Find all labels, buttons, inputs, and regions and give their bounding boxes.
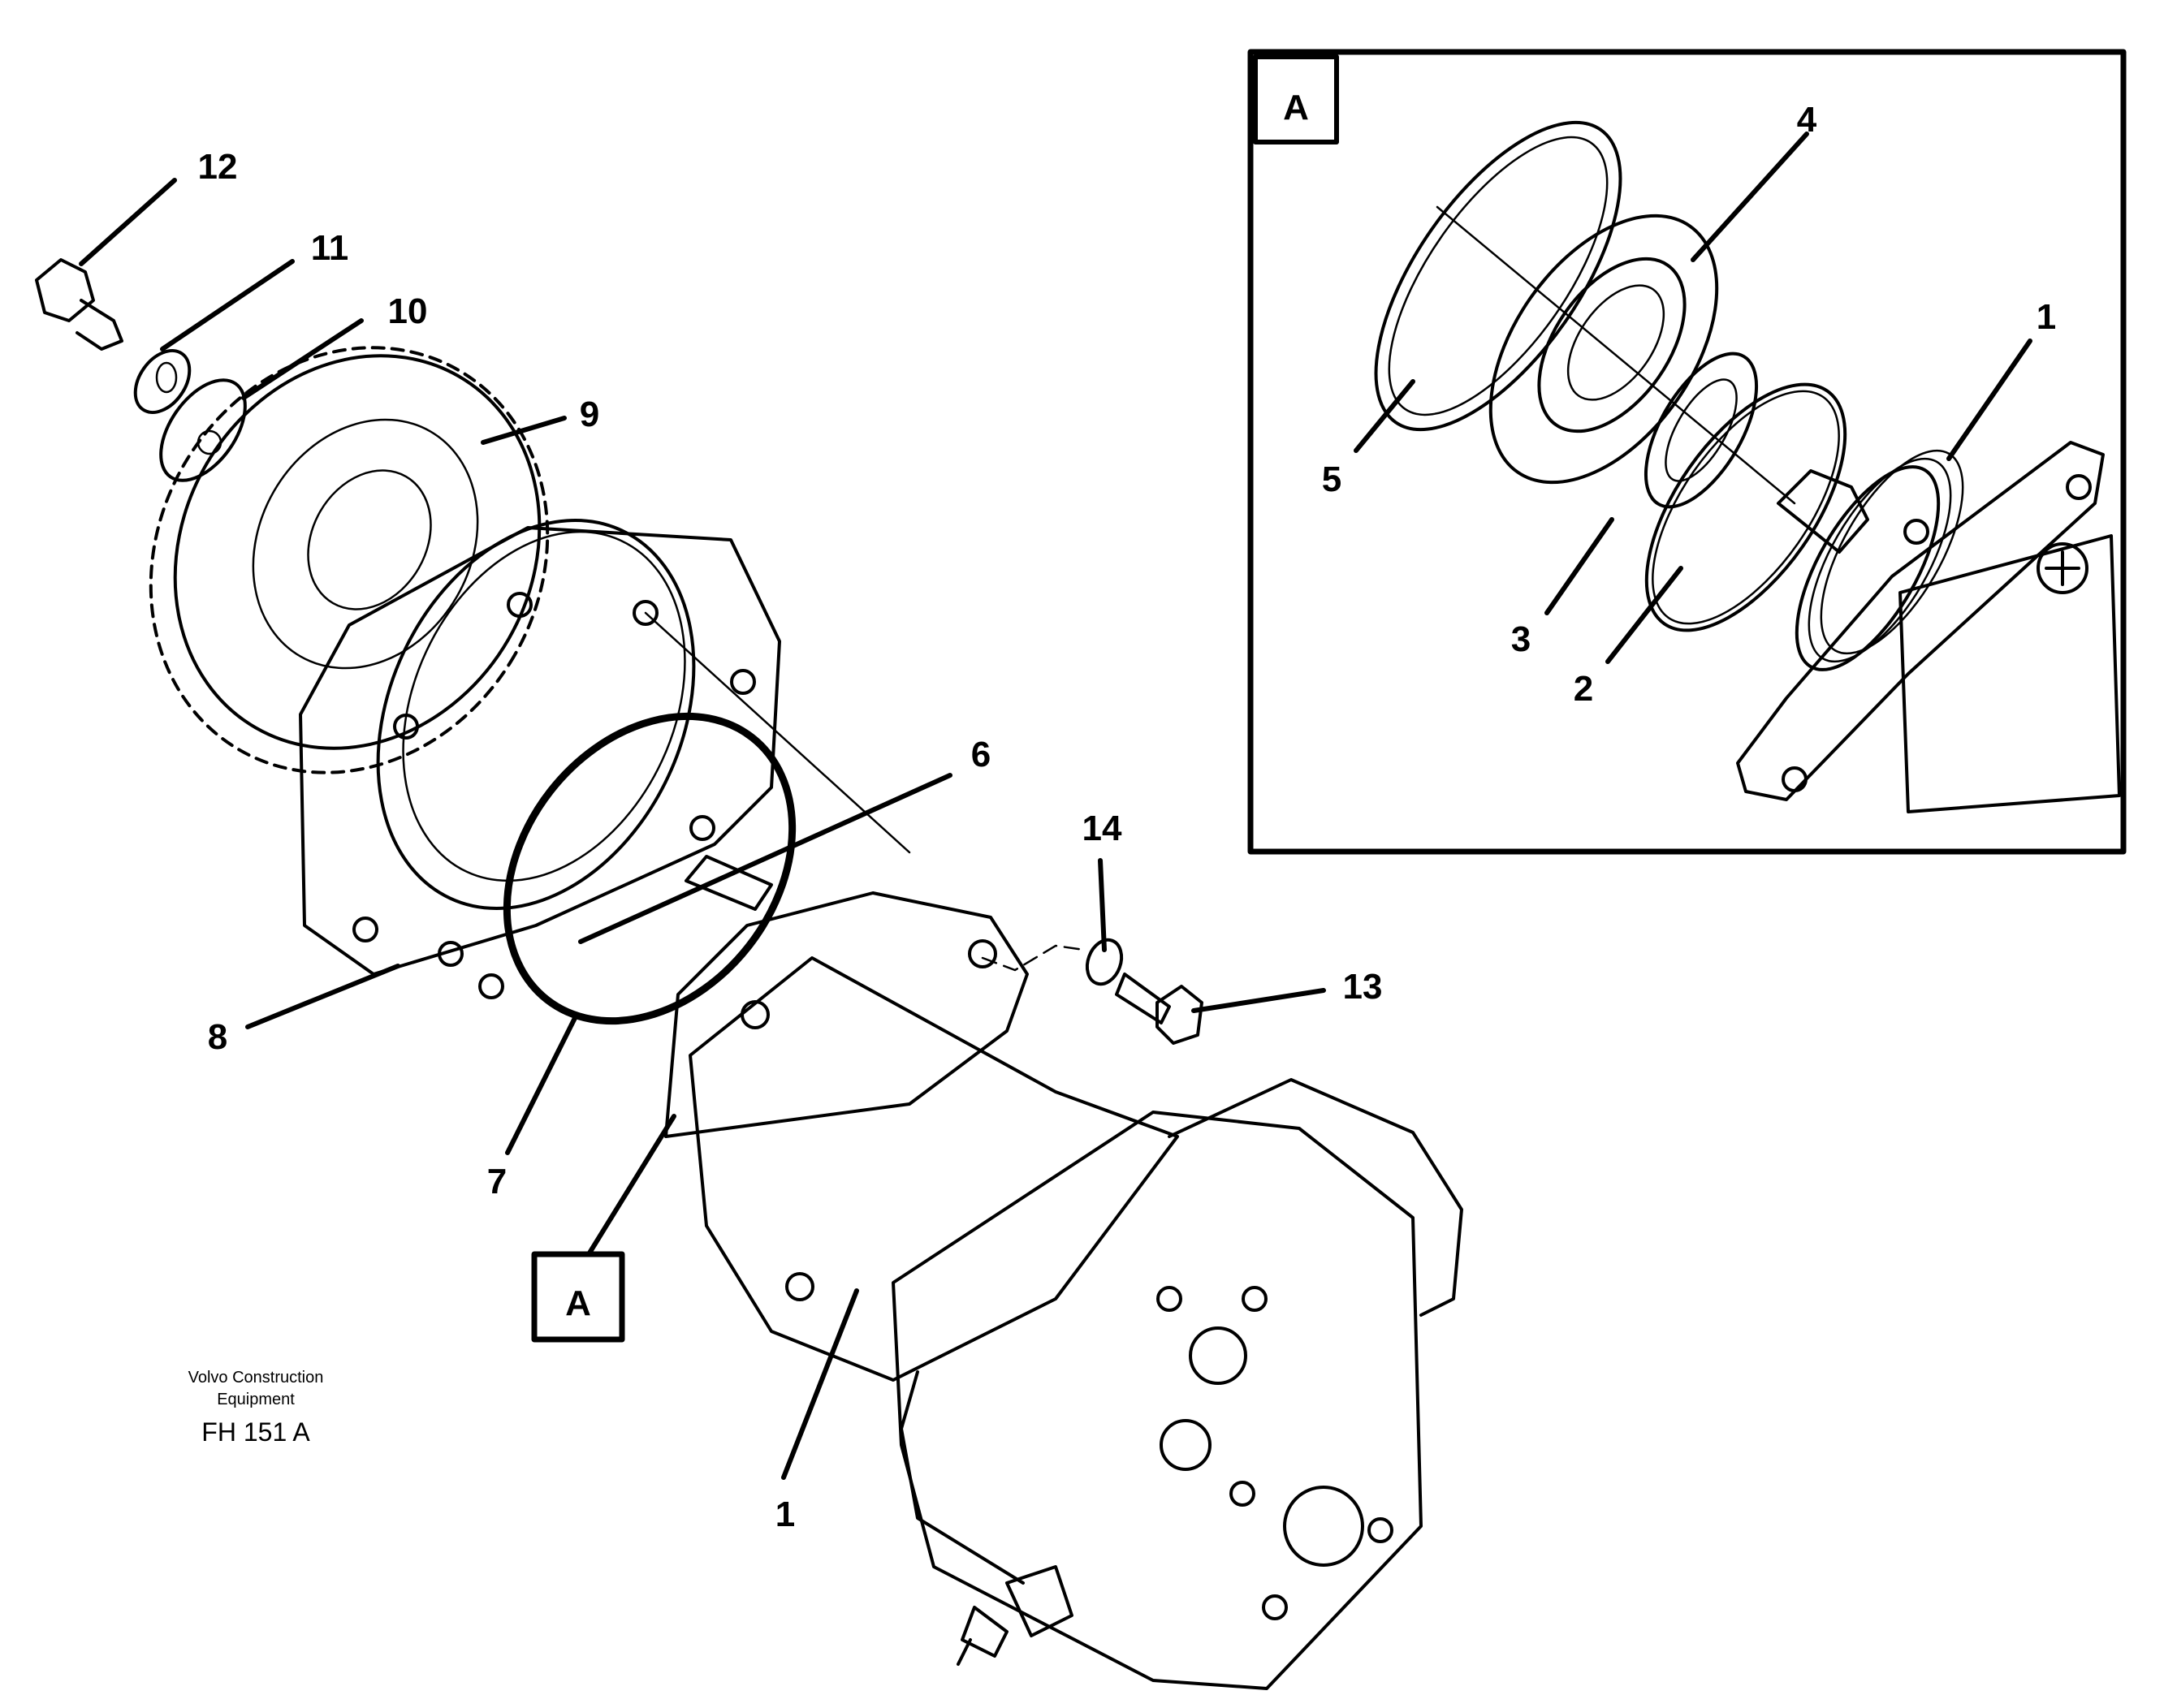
leader-6 [578,773,952,944]
callout-13: 13 [1343,967,1383,1007]
leader-11 [160,259,295,352]
detail-a-tag-label: A [565,1283,591,1323]
inset-tag-box [1253,54,1339,144]
gear-part [149,346,550,774]
leader-14 [1098,858,1107,952]
caption-line-1: Volvo Construction [188,1369,324,1387]
callout-11: 11 [311,228,349,268]
callout-8: 8 [208,1017,227,1057]
caption-line-2: Equipment [217,1391,295,1408]
gear-washer-part [159,378,247,482]
washer-part [1644,352,1759,509]
lock-washer-part [133,349,192,414]
housing-o-ring-part [503,712,797,1025]
leader-detail-a [586,1114,676,1257]
callout-6: 6 [971,735,991,774]
inset-frame [1247,49,2127,855]
leader-13 [1191,988,1326,1013]
callout-2: 2 [1574,669,1593,709]
inset-detail-a: A [1247,49,2127,855]
caption-code: FH 151 A [201,1417,310,1447]
motor-end-part [1736,441,2121,813]
leader-7 [505,1012,579,1155]
leader-3 [1544,517,1614,615]
leader-10 [241,318,364,400]
motor-washer-part [1085,938,1124,986]
leader-inset-1 [1946,339,2032,461]
leader-5 [1354,379,1415,453]
leader-12 [79,178,177,266]
leader-9 [481,416,567,445]
leader-1 [781,1288,859,1480]
snap-ring-part [1374,120,1622,432]
callout-10: 10 [388,291,428,331]
inset-axis-line [1436,205,1796,505]
callout-4: 4 [1797,100,1817,140]
leader-8 [245,964,400,1029]
leader-2 [1605,566,1683,664]
callout-5: 5 [1322,459,1341,499]
callout-12: 12 [198,147,238,187]
flange-housing-part [299,518,781,999]
callout-14: 14 [1082,809,1122,848]
o-ring-part [1644,382,1847,632]
shaft-seal-part [1488,214,1719,485]
hydraulic-motor-part [664,891,1463,1690]
callout-3: 3 [1511,619,1531,659]
alignment-line-2 [981,944,1086,972]
inset-tag-label: A [1283,88,1309,127]
callout-7: 7 [487,1162,507,1201]
bolt-part [35,258,123,351]
motor-bolt-part [1115,973,1203,1045]
callout-9: 9 [580,395,599,434]
callout-inset-1: 1 [2037,297,2056,337]
leader-4 [1691,132,1809,262]
shaft-key-part [685,855,773,911]
detail-a-tag-box [531,1251,625,1343]
callout-1: 1 [775,1494,795,1534]
